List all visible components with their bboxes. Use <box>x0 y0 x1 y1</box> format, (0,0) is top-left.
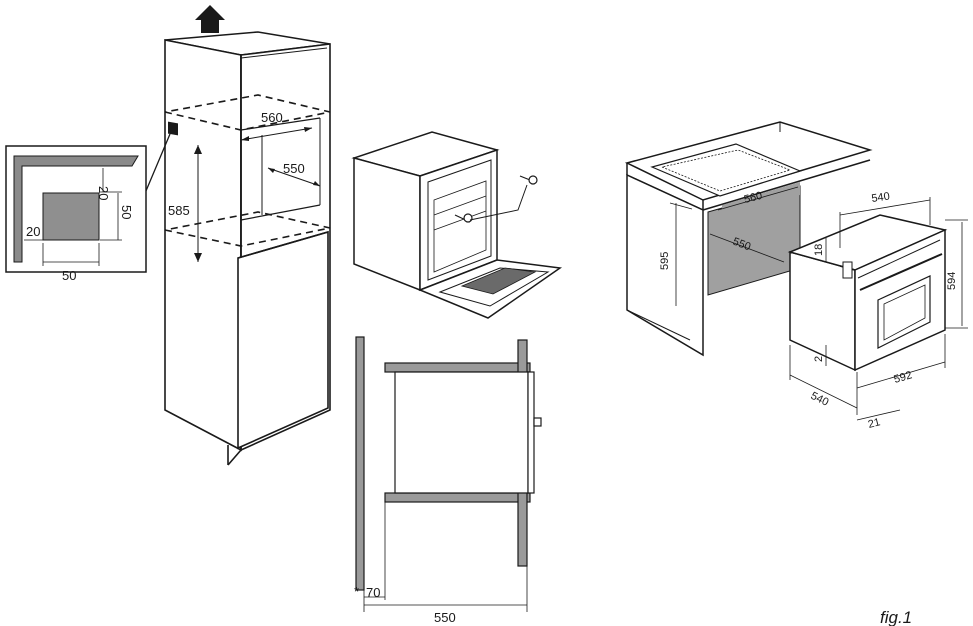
iso-front-label: 21 <box>867 416 882 431</box>
side-gap-label: 70 <box>366 585 380 600</box>
iso-width-label: 592 <box>893 369 914 386</box>
undercounter-cabinet <box>624 121 873 357</box>
iso-bottom-gap-label: 2 <box>813 356 825 362</box>
side-section <box>355 336 542 612</box>
cabinet-width-label: 560 <box>261 110 283 125</box>
vent-square <box>42 192 100 241</box>
cabinet-depth-label: 550 <box>283 161 305 176</box>
built-in-oven <box>787 214 948 372</box>
oven-open-door <box>351 131 563 319</box>
detail-height-label: 50 <box>119 205 134 219</box>
door-glass <box>460 267 537 295</box>
vent-opening <box>168 121 178 136</box>
tall-cabinet <box>142 5 331 466</box>
iso-depth-label: 540 <box>871 191 891 205</box>
detail-width-label: 50 <box>62 268 76 283</box>
cabinet-height-label: 585 <box>168 203 190 218</box>
iso-base-depth-label: 540 <box>809 390 831 409</box>
side-asterisk: * <box>354 584 359 599</box>
figure-caption: fig.1 <box>880 608 912 626</box>
detail-top-label: 20 <box>96 186 111 200</box>
iso-niche-width-label: 560 <box>743 190 764 206</box>
iso-top-gap-label: 18 <box>813 244 825 256</box>
iso-niche-height-label: 595 <box>659 252 671 270</box>
vent-detail-box <box>5 145 147 273</box>
detail-left-label: 20 <box>26 224 40 239</box>
up-arrow-icon <box>195 5 225 33</box>
side-depth-label: 550 <box>434 610 456 625</box>
iso-height-label: 594 <box>946 272 958 290</box>
